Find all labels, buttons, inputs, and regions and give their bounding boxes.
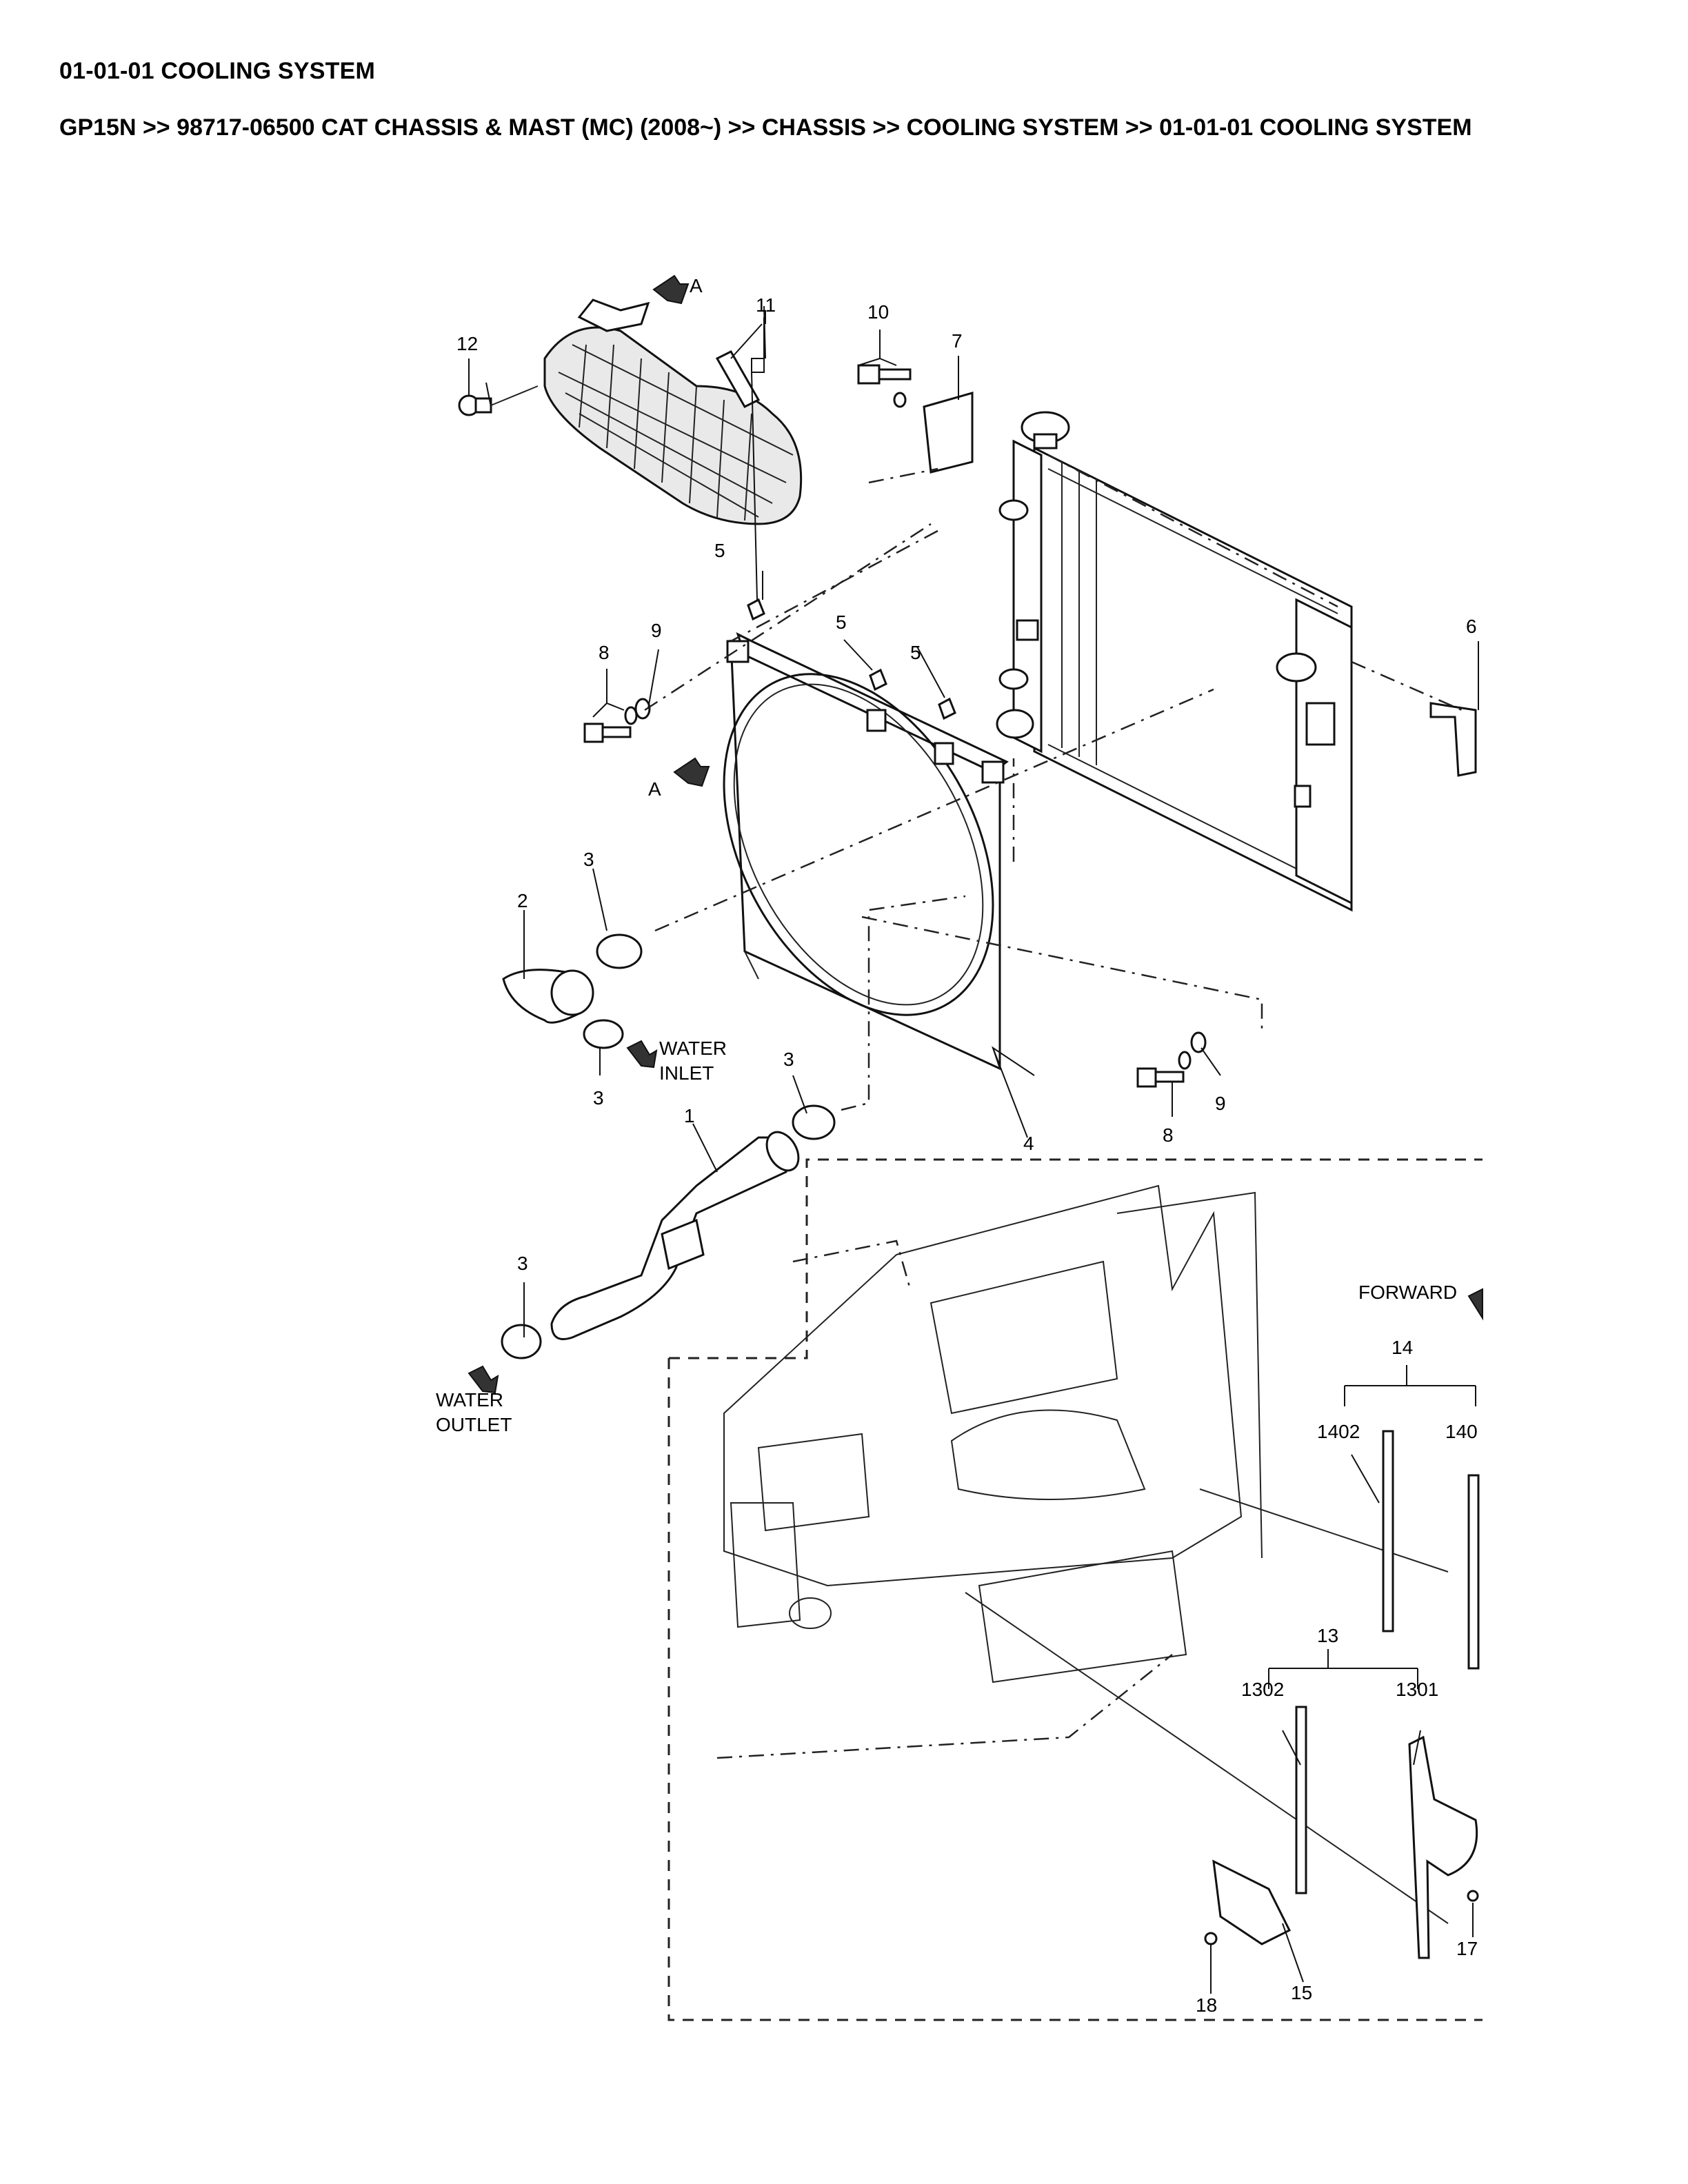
callout-1302: 1302 bbox=[1241, 1679, 1284, 1700]
callout-5: 5 bbox=[714, 540, 725, 561]
direction-arrow-icon bbox=[468, 274, 710, 1394]
page-title: 01-01-01 COOLING SYSTEM bbox=[59, 58, 376, 84]
callout-1: 1 bbox=[684, 1105, 695, 1126]
callout-3: 3 bbox=[593, 1087, 604, 1109]
bolt-10 bbox=[857, 364, 912, 408]
leader-lines bbox=[468, 305, 1479, 1994]
callout-1301: 1301 bbox=[1396, 1679, 1438, 1700]
clips-5 bbox=[747, 598, 956, 720]
hose-1 bbox=[550, 1131, 800, 1340]
callout-12: 12 bbox=[456, 333, 478, 354]
fan-shroud bbox=[723, 632, 1009, 1071]
water-outlet-label: OUTLET bbox=[436, 1414, 512, 1435]
callout-1401: 140 bbox=[1445, 1421, 1478, 1442]
callout-18: 18 bbox=[1196, 1994, 1217, 2016]
bolt-8-right bbox=[1136, 1031, 1207, 1088]
radiator bbox=[996, 411, 1353, 912]
water-outlet-label: WATER bbox=[436, 1389, 503, 1410]
callout-5: 5 bbox=[836, 611, 847, 633]
water-inlet-label: WATER bbox=[659, 1038, 727, 1059]
water-inlet-label: INLET bbox=[659, 1062, 714, 1084]
callout-5: 5 bbox=[910, 642, 921, 663]
forward-label: FORWARD bbox=[1358, 1282, 1457, 1303]
bracket-6 bbox=[1429, 702, 1477, 777]
bracket-7 bbox=[923, 392, 974, 474]
callout-3: 3 bbox=[583, 849, 594, 870]
breadcrumb: GP15N >> 98717-06500 CAT CHASSIS & MAST … bbox=[59, 114, 1472, 141]
hose-2 bbox=[502, 969, 594, 1024]
bolt-12 bbox=[458, 385, 539, 416]
callout-3: 3 bbox=[517, 1253, 528, 1274]
callout-10: 10 bbox=[867, 301, 889, 323]
fan-guard bbox=[543, 299, 803, 525]
forward-arrow-icon bbox=[1467, 1288, 1483, 1321]
callout-15: 15 bbox=[1291, 1982, 1312, 2003]
assembly-lines bbox=[644, 467, 1463, 1111]
callout-14: 14 bbox=[1391, 1337, 1413, 1358]
bolt-8-left bbox=[583, 698, 651, 743]
callout-6: 6 bbox=[1466, 616, 1477, 637]
callout-17: 17 bbox=[1456, 1938, 1478, 1959]
callout-3: 3 bbox=[783, 1049, 794, 1070]
callout-11: 11 bbox=[756, 294, 776, 316]
callout-7: 7 bbox=[952, 330, 963, 352]
callout-1402: 1402 bbox=[1317, 1421, 1360, 1442]
callout-8: 8 bbox=[1163, 1124, 1174, 1146]
seal-parts bbox=[1204, 1430, 1480, 1959]
view-marker-a-top: A bbox=[690, 275, 703, 296]
callout-9: 9 bbox=[1215, 1093, 1226, 1114]
view-marker-a-mid: A bbox=[648, 778, 661, 800]
callout-13: 13 bbox=[1317, 1625, 1338, 1646]
callout-2: 2 bbox=[517, 890, 528, 911]
chassis-frame bbox=[667, 1158, 1483, 2021]
callout-9: 9 bbox=[651, 620, 662, 641]
callout-8: 8 bbox=[599, 642, 610, 663]
clamps-3 bbox=[501, 933, 836, 1359]
callout-4: 4 bbox=[1023, 1133, 1034, 1154]
